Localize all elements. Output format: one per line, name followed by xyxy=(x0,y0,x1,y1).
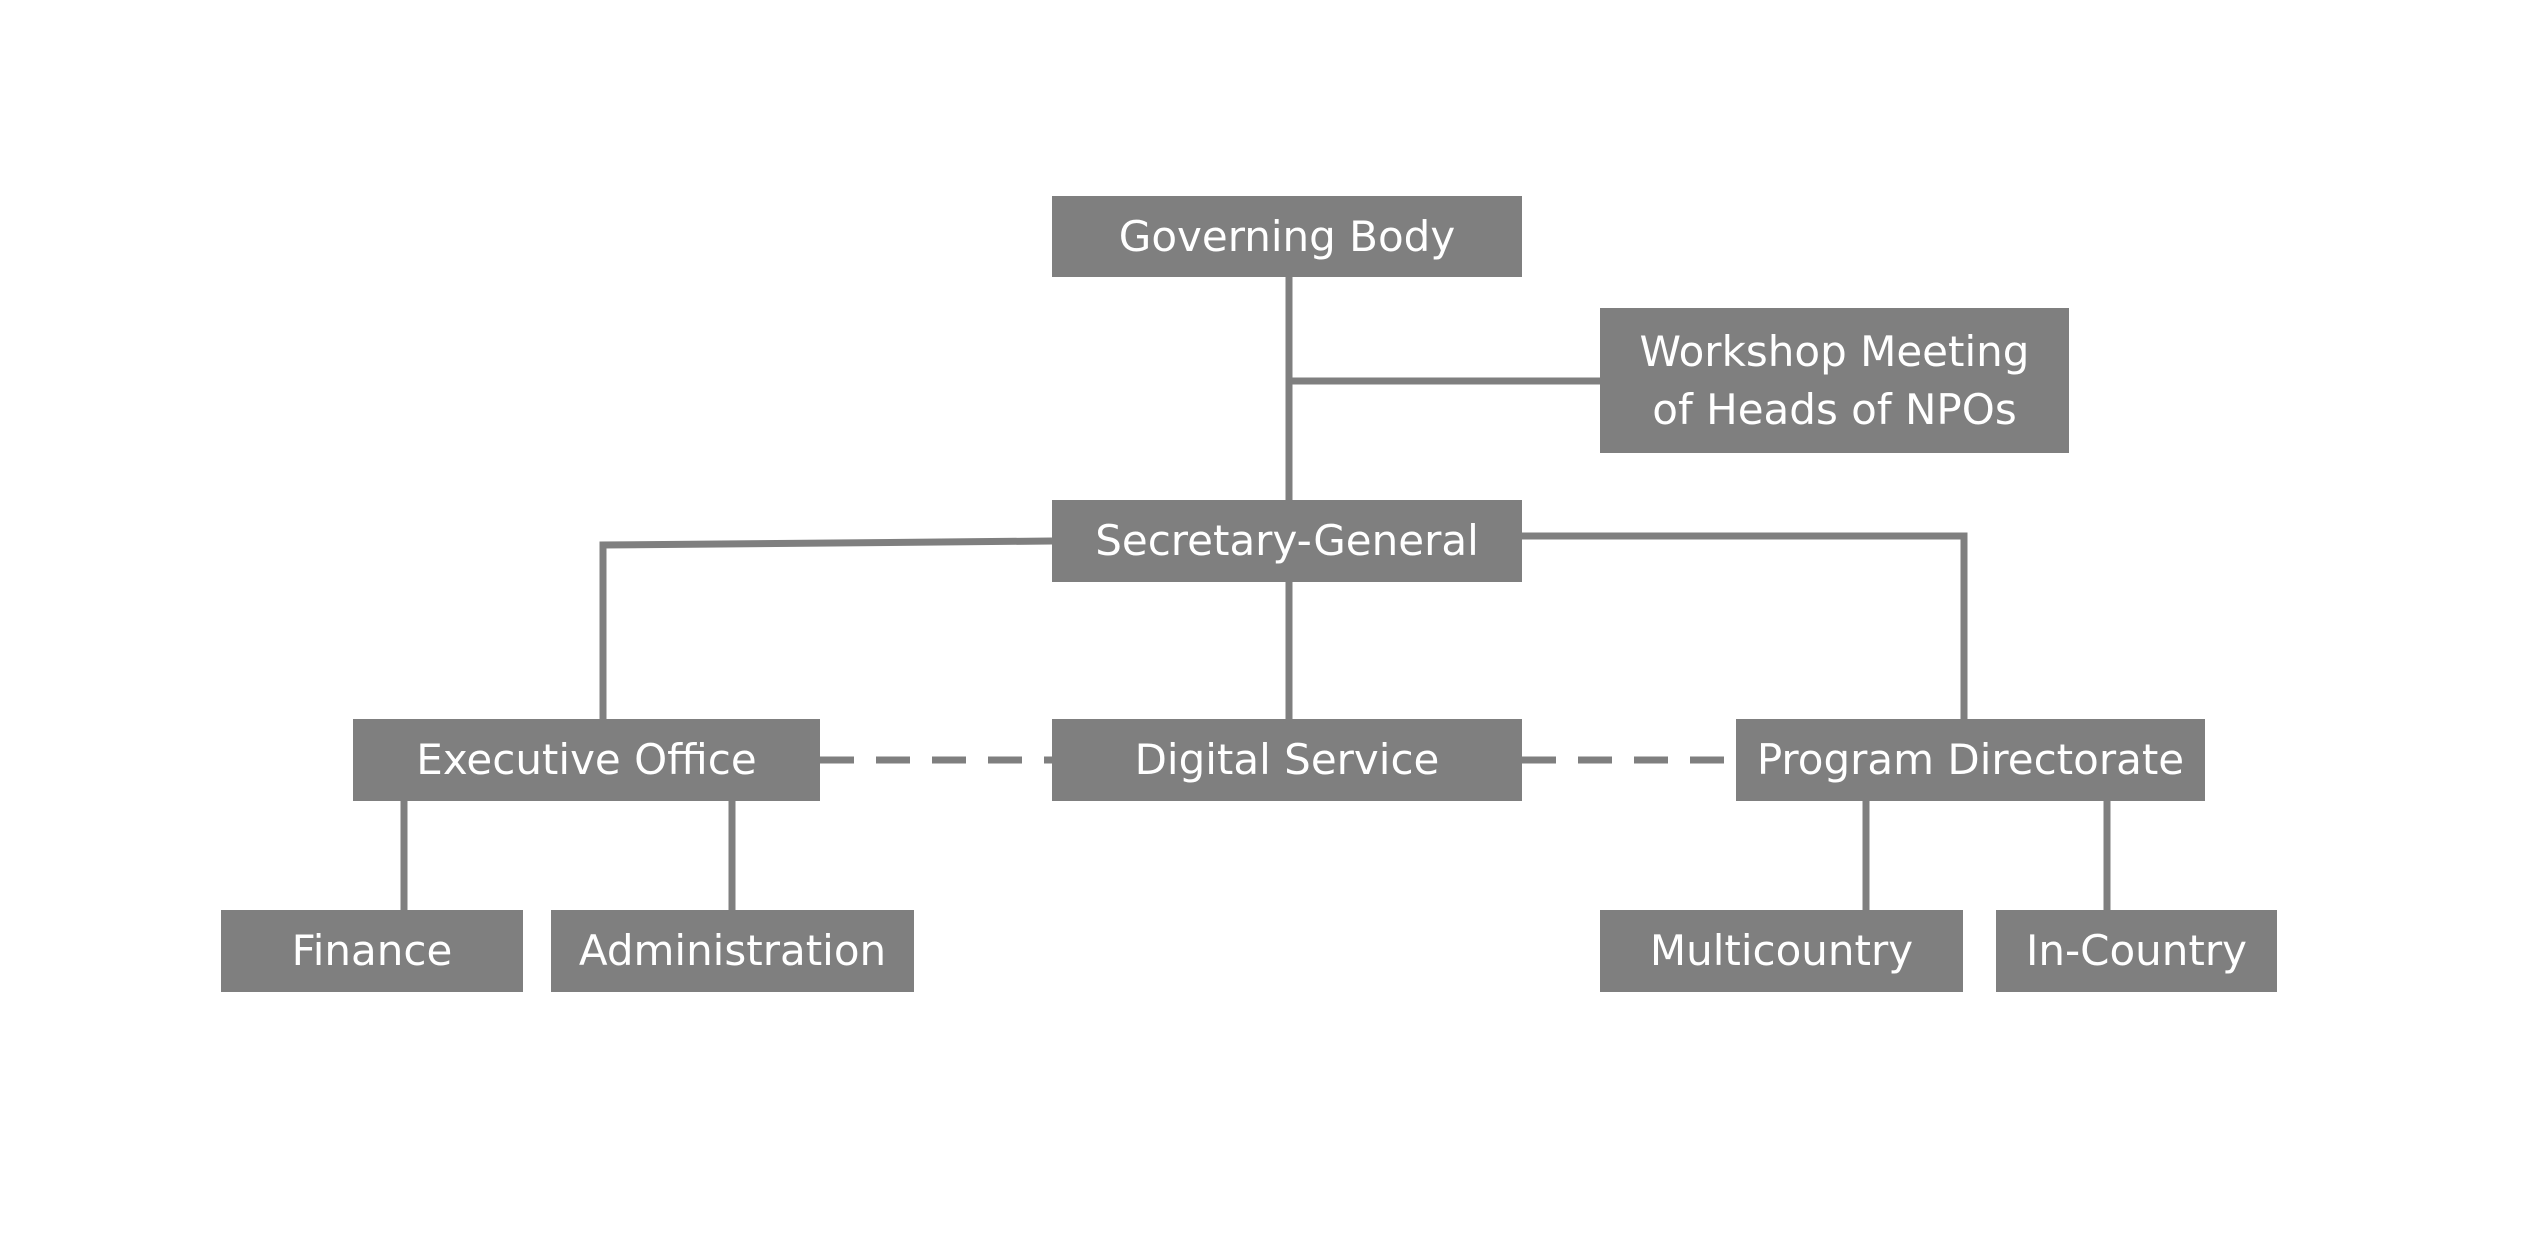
line-secretary-to-program xyxy=(1522,532,1968,719)
governing-body-box: Governing Body xyxy=(1052,196,1522,277)
program-directorate-box: Program Directorate xyxy=(1736,719,2205,801)
in-country-box: In-Country xyxy=(1996,910,2277,992)
governing-body-label: Governing Body xyxy=(1118,211,1456,261)
multicountry-box: Multicountry xyxy=(1600,910,1963,992)
in-country-label: In-Country xyxy=(2025,926,2247,976)
workshop-meeting-label-line2: of Heads of NPOs xyxy=(1652,384,2017,434)
executive-office-box: Executive Office xyxy=(353,719,820,801)
digital-service-label: Digital Service xyxy=(1134,735,1440,785)
administration-label: Administration xyxy=(578,926,887,976)
program-directorate-label: Program Directorate xyxy=(1756,735,2185,785)
secretary-general-label: Secretary-General xyxy=(1095,516,1479,566)
line-secretary-to-executive xyxy=(599,537,1053,719)
digital-service-box: Digital Service xyxy=(1052,719,1522,801)
finance-box: Finance xyxy=(221,910,523,992)
multicountry-label: Multicountry xyxy=(1649,926,1914,976)
workshop-meeting-label-line1: Workshop Meeting xyxy=(1639,326,2030,376)
executive-office-label: Executive Office xyxy=(416,735,757,785)
administration-box: Administration xyxy=(551,910,914,992)
secretary-general-box: Secretary-General xyxy=(1052,500,1522,582)
finance-label: Finance xyxy=(291,926,453,976)
workshop-meeting-box: Workshop Meeting of Heads of NPOs xyxy=(1600,308,2069,453)
